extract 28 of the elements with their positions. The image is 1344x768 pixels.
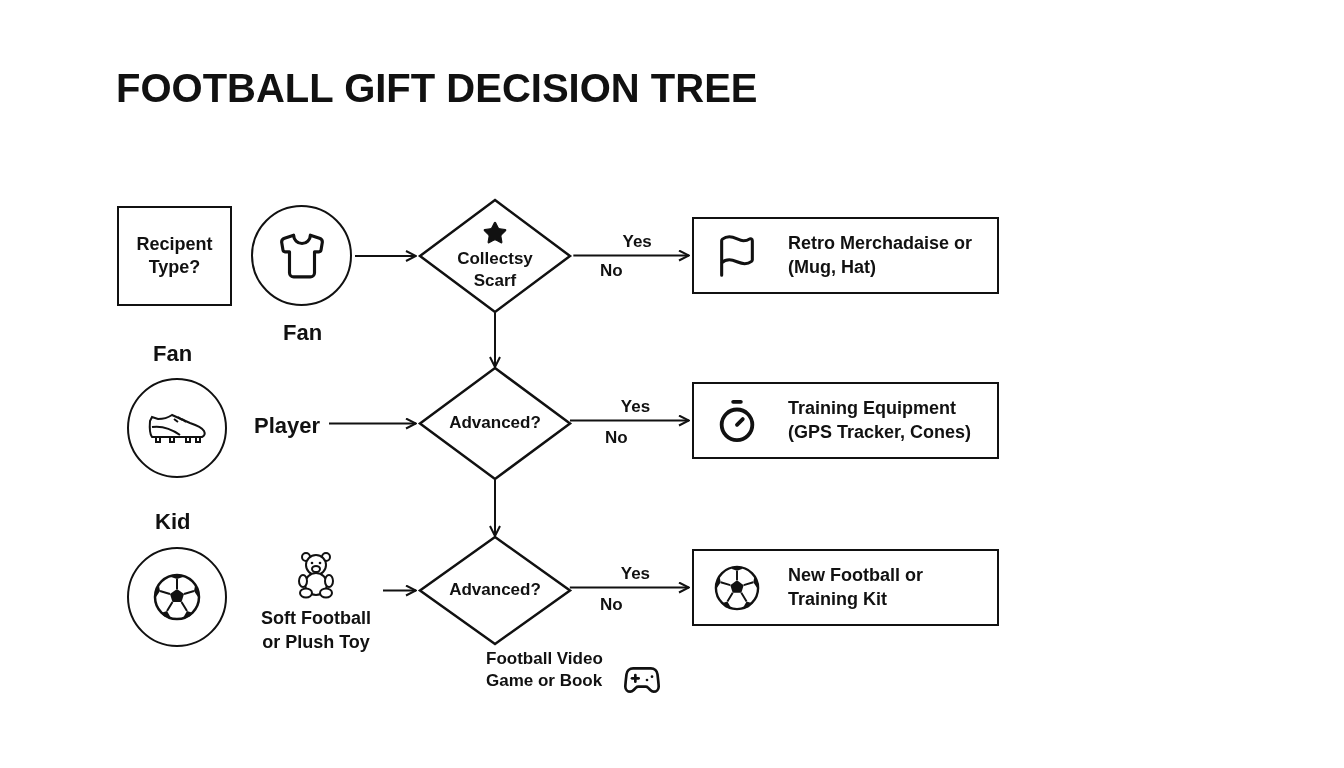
node-label: Training Equipment (GPS Tracker, Cones) <box>788 397 973 444</box>
node-label: Advanced? <box>449 412 541 435</box>
arrow <box>568 581 690 594</box>
arrow <box>354 250 417 262</box>
arrow <box>489 479 501 537</box>
node-label: Advanced? <box>449 579 541 602</box>
arrow <box>328 417 417 430</box>
node-label: Collectsy Scarf <box>456 247 534 292</box>
node-caption: Fan <box>153 341 193 367</box>
process-box <box>692 382 999 459</box>
decision-diamond <box>419 367 571 480</box>
process-box <box>692 217 999 294</box>
title: FOOTBALL GIFT DECISION TREE <box>116 66 758 111</box>
node-caption: Kid <box>155 509 191 535</box>
process-box <box>692 549 999 626</box>
arrow <box>572 249 690 262</box>
node-label: New Football or Training Kit <box>788 564 924 611</box>
node-text: Soft Football or Plush Toy <box>260 607 372 654</box>
decision-diamond <box>419 536 571 645</box>
arrow <box>489 312 501 368</box>
decision-diamond <box>419 199 571 313</box>
node-text: Player <box>253 411 321 440</box>
arrow <box>382 584 417 597</box>
arrow <box>568 414 690 427</box>
node-caption: Fan <box>283 320 323 346</box>
node-label: Recipent Type? <box>135 232 214 279</box>
process-box <box>117 206 232 306</box>
node-label: Retro Merchadaise or (Mug, Hat) <box>788 232 974 279</box>
